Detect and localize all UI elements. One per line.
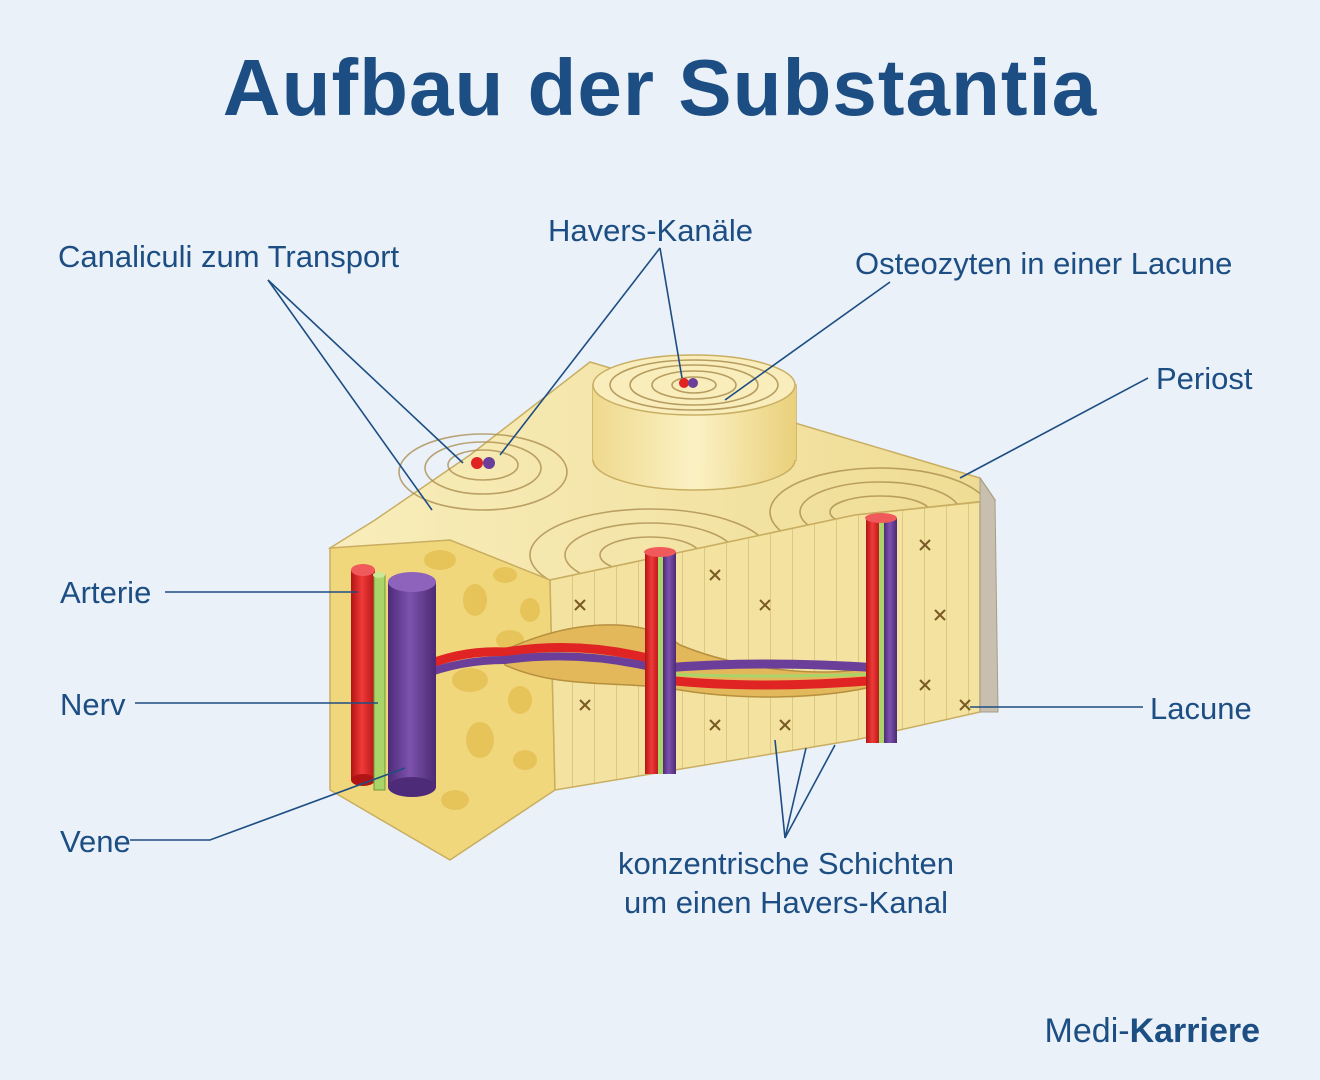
nerve-fiber	[373, 574, 386, 791]
label-havers-kanaele: Havers-Kanäle	[548, 213, 754, 248]
spongy-bone	[329, 539, 556, 861]
osteon-cylinder	[471, 354, 797, 491]
label-arterie: Arterie	[60, 575, 152, 610]
periost-layer	[979, 476, 999, 713]
leader-lines	[130, 247, 1149, 841]
label-lacune: Lacune	[1150, 691, 1252, 726]
vessels	[351, 513, 897, 797]
label-schichten-line2: um einen Havers-Kanal	[624, 884, 948, 920]
brand-part1: Medi-	[1044, 1012, 1130, 1050]
label-schichten-line1: konzentrische Schichten	[617, 846, 955, 881]
vein-vessel	[388, 582, 436, 787]
label-konzentrische-schichten: konzentrische Schichten um einen Havers-…	[586, 845, 986, 923]
brand-logo: Medi-Karriere	[1045, 1012, 1260, 1051]
page-title: Aufbau der Substantia	[222, 43, 1098, 132]
artery-vessel	[351, 570, 375, 780]
label-vene: Vene	[60, 824, 131, 859]
label-nerv: Nerv	[60, 687, 126, 722]
label-osteozyten: Osteozyten in einer Lacune	[855, 246, 1233, 281]
label-canaliculi: Canaliculi zum Transport	[58, 239, 400, 274]
label-periost: Periost	[1156, 361, 1253, 396]
brand-part2: Karriere	[1129, 1012, 1260, 1050]
